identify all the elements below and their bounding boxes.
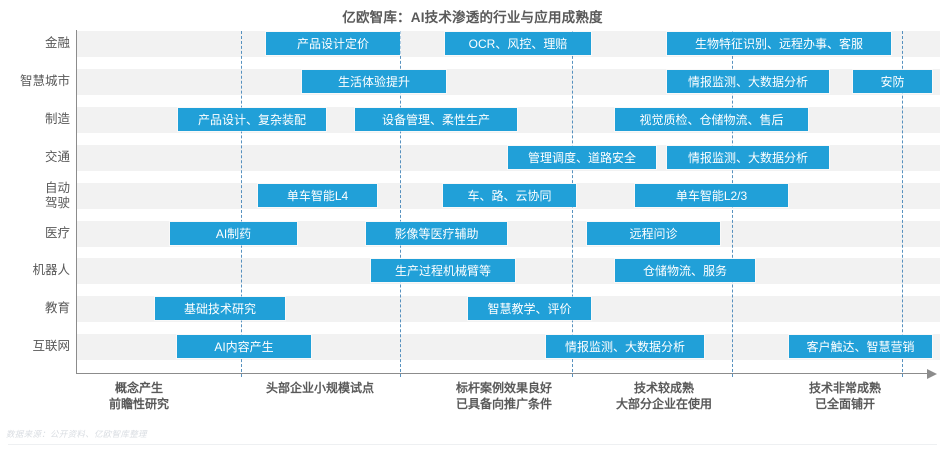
x-category-5: 技术非常成熟已全面铺开	[808, 381, 881, 411]
bar-2-2[interactable]: 情报监测、大数据分析	[667, 69, 829, 93]
x-axis-line	[76, 373, 929, 375]
row-label-4: 交通	[44, 149, 70, 164]
bar-7-1[interactable]: 生产过程机械臂等	[371, 259, 515, 283]
bar-5-3[interactable]: 单车智能L2/3	[635, 183, 788, 207]
bar-9-3[interactable]: 客户触达、智慧营销	[789, 335, 932, 359]
bar-3-1[interactable]: 产品设计、复杂装配	[178, 107, 326, 131]
bar-5-1[interactable]: 单车智能L4	[258, 183, 377, 207]
bar-1-3[interactable]: 生物特征识别、远程办事、客服	[667, 32, 891, 55]
x-category-4: 技术较成熟大部分企业在使用	[615, 381, 712, 411]
bar-2-1[interactable]: 生活体验提升	[302, 69, 446, 93]
row-label-6: 医疗	[44, 225, 70, 240]
row-label-1: 金融	[44, 36, 70, 50]
bar-6-3[interactable]: 远程问诊	[587, 221, 720, 245]
bar-2-3[interactable]: 安防	[853, 69, 932, 93]
x-category-1: 概念产生前瞻性研究	[108, 381, 169, 411]
y-axis-line	[76, 30, 78, 374]
footer-divider	[8, 444, 937, 445]
x-axis-arrow-icon	[927, 368, 937, 379]
gridline-5	[902, 31, 903, 377]
row-label-3: 制造	[44, 111, 70, 126]
bar-1-1[interactable]: 产品设计定价	[266, 32, 400, 55]
bar-8-2[interactable]: 智慧教学、评价	[468, 297, 591, 321]
row-label-7: 机器人	[32, 263, 70, 278]
source-note: 数据来源：公开资料、亿欧智库整理	[6, 429, 147, 439]
bar-6-1[interactable]: AI制药	[170, 221, 297, 245]
bar-3-3[interactable]: 视觉质检、仓储物流、售后	[615, 107, 808, 131]
bar-6-2[interactable]: 影像等医疗辅助	[366, 221, 507, 245]
bar-3-2[interactable]: 设备管理、柔性生产	[355, 107, 517, 131]
gridline-1	[241, 31, 242, 377]
row-label-9: 互联网	[32, 339, 70, 354]
page-title: 亿欧智库：AI技术渗透的行业与应用成熟度	[342, 10, 603, 25]
bar-9-2[interactable]: 情报监测、大数据分析	[546, 335, 704, 359]
row-label-5: 自动驾驶	[44, 180, 70, 210]
bar-8-1[interactable]: 基础技术研究	[155, 297, 285, 321]
bar-1-2[interactable]: OCR、风控、理赔	[445, 32, 591, 55]
bar-7-2[interactable]: 仓储物流、服务	[615, 259, 755, 283]
row-label-2: 智慧城市	[19, 73, 70, 88]
bar-9-1[interactable]: AI内容产生	[177, 335, 311, 359]
bar-4-2[interactable]: 情报监测、大数据分析	[667, 145, 829, 169]
bar-5-2[interactable]: 车、路、云协同	[443, 183, 576, 207]
x-category-3: 标杆案例效果良好已具备向推广条件	[455, 381, 552, 411]
gridline-2	[400, 31, 401, 377]
x-category-2: 头部企业小规模试点	[265, 381, 374, 395]
row-label-8: 教育	[44, 301, 70, 316]
bar-4-1[interactable]: 管理调度、道路安全	[508, 145, 656, 169]
